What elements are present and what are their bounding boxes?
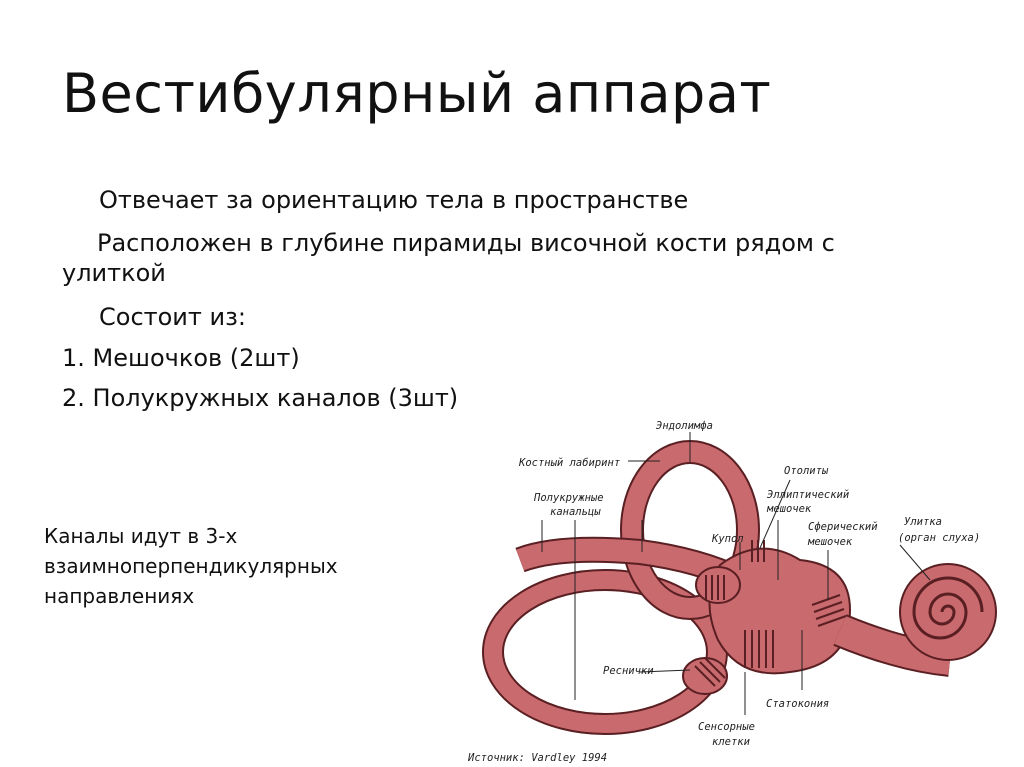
label-cilia: Реснички xyxy=(603,665,654,677)
label-canals-line1: Полукружные xyxy=(533,492,604,504)
label-spherical-line1: Сферический xyxy=(808,521,878,533)
label-canals-line2: канальцы xyxy=(550,506,601,518)
label-cochlea-line1: Улитка xyxy=(904,516,942,528)
label-cupula: Купол xyxy=(711,533,744,545)
label-elliptic-line2: мешочек xyxy=(766,503,812,515)
label-elliptic-line1: Эллиптический xyxy=(767,489,849,501)
label-sensory-line2: клетки xyxy=(712,736,750,748)
label-source: Источник: Vardley 1994 xyxy=(467,752,607,764)
label-otoliths: Отолиты xyxy=(784,465,829,477)
label-sensory-line1: Сенсорные xyxy=(698,721,755,733)
vestibule-body xyxy=(709,549,850,674)
label-spherical-line2: мешочек xyxy=(807,536,853,548)
label-endolymph: Эндолимфа xyxy=(656,420,713,432)
label-cochlea-line2: (орган слуха) xyxy=(898,532,980,544)
label-bony-labyrinth: Костный лабиринт xyxy=(518,457,620,469)
label-statoconia: Статокония xyxy=(766,698,829,710)
